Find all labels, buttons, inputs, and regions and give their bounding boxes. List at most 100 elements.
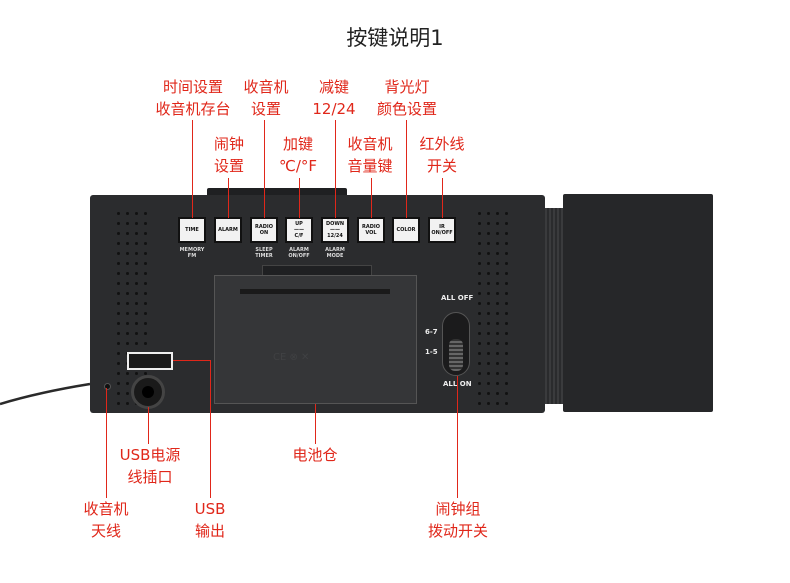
speaker-hole: [117, 342, 120, 345]
antenna-hole-icon: [104, 383, 111, 390]
speaker-hole: [126, 272, 129, 275]
speaker-hole: [135, 302, 138, 305]
speaker-hole: [117, 382, 120, 385]
speaker-hole: [135, 242, 138, 245]
page-title: 按键说明1: [346, 26, 444, 50]
down-button[interactable]: DOWN —— 12/24: [321, 217, 349, 243]
alarm-button[interactable]: ALARM: [214, 217, 242, 243]
speaker-hole: [117, 242, 120, 245]
speaker-hole: [496, 392, 499, 395]
speaker-hole: [505, 232, 508, 235]
speaker-hole: [496, 402, 499, 405]
label-plus-key: 加键 ℃/°F: [278, 135, 318, 175]
speaker-hole: [478, 362, 481, 365]
battery-compartment[interactable]: [214, 275, 417, 404]
speaker-hole: [505, 402, 508, 405]
speaker-hole: [487, 302, 490, 305]
speaker-hole: [135, 222, 138, 225]
speaker-hole: [496, 222, 499, 225]
speaker-hole: [505, 272, 508, 275]
speaker-hole: [126, 292, 129, 295]
leader-switch: [457, 376, 458, 498]
speaker-hole: [505, 372, 508, 375]
alarm-slide-switch[interactable]: [442, 312, 470, 376]
speaker-hole: [487, 402, 490, 405]
speaker-hole: [487, 262, 490, 265]
speaker-hole: [478, 282, 481, 285]
down-button-sublabel: ALARM MODE: [325, 247, 345, 259]
speaker-hole: [478, 212, 481, 215]
speaker-hole: [135, 272, 138, 275]
leader-up: [299, 178, 300, 218]
speaker-hole: [126, 312, 129, 315]
leader-usb-output-h: [173, 360, 211, 361]
speaker-hole: [487, 322, 490, 325]
leader-radio: [264, 120, 265, 218]
top-ledge: [207, 188, 347, 197]
speaker-hole: [117, 282, 120, 285]
speaker-hole: [135, 292, 138, 295]
speaker-hole: [496, 292, 499, 295]
switch-label-1-5: 1-5: [425, 348, 438, 356]
speaker-hole: [505, 362, 508, 365]
speaker-hole: [144, 212, 147, 215]
speaker-hole: [487, 342, 490, 345]
switch-label-all-off: ALL OFF: [441, 294, 474, 302]
speaker-hole: [144, 242, 147, 245]
speaker-hole: [505, 262, 508, 265]
up-button[interactable]: UP —— C/F: [285, 217, 313, 243]
ce-marks-icon: CE ⊗ ✕: [273, 352, 310, 363]
radio-vol-button[interactable]: RADIO VOL: [357, 217, 385, 243]
speaker-hole: [496, 262, 499, 265]
speaker-hole: [487, 292, 490, 295]
color-button[interactable]: COLOR: [392, 217, 420, 243]
label-battery: 电池仓: [292, 446, 338, 464]
speaker-hole: [135, 262, 138, 265]
usb-output-port[interactable]: [127, 352, 173, 370]
speaker-hole: [117, 352, 120, 355]
speaker-hole: [478, 222, 481, 225]
leader-battery: [315, 404, 316, 444]
speaker-hole: [144, 342, 147, 345]
switch-knob[interactable]: [449, 339, 463, 371]
speaker-hole: [144, 332, 147, 335]
speaker-hole: [496, 302, 499, 305]
speaker-hole: [117, 402, 120, 405]
speaker-hole: [487, 232, 490, 235]
speaker-hole: [496, 212, 499, 215]
leader-vol: [371, 178, 372, 218]
speaker-hole: [478, 262, 481, 265]
label-usb-power-port: USB电源 线插口: [119, 446, 181, 486]
speaker-hole: [126, 372, 129, 375]
ir-button[interactable]: IR ON/OFF: [428, 217, 456, 243]
switch-label-6-7: 6-7: [425, 328, 438, 336]
speaker-hole: [135, 252, 138, 255]
speaker-hole: [478, 252, 481, 255]
speaker-hole: [496, 322, 499, 325]
speaker-hole: [487, 222, 490, 225]
usb-power-jack[interactable]: [131, 375, 165, 409]
speaker-hole: [505, 382, 508, 385]
speaker-hole: [126, 212, 129, 215]
speaker-hole: [487, 352, 490, 355]
antenna-cable: [0, 382, 91, 406]
speaker-hole: [117, 262, 120, 265]
label-usb-output: USB 输出: [194, 500, 226, 540]
speaker-hole: [505, 302, 508, 305]
speaker-hole: [478, 292, 481, 295]
speaker-hole: [478, 352, 481, 355]
label-radio-setting: 收音机 设置: [243, 78, 289, 118]
speaker-hole: [126, 262, 129, 265]
speaker-hole: [505, 342, 508, 345]
speaker-hole: [487, 372, 490, 375]
speaker-hole: [478, 372, 481, 375]
speaker-hole: [496, 352, 499, 355]
leader-ir: [442, 178, 443, 218]
label-alarm-setting: 闹钟 设置: [213, 135, 244, 175]
speaker-hole: [505, 392, 508, 395]
speaker-hole: [117, 222, 120, 225]
radio-on-button[interactable]: RADIO ON: [250, 217, 278, 243]
speaker-hole: [505, 312, 508, 315]
time-button[interactable]: TIME: [178, 217, 206, 243]
speaker-hole: [496, 242, 499, 245]
